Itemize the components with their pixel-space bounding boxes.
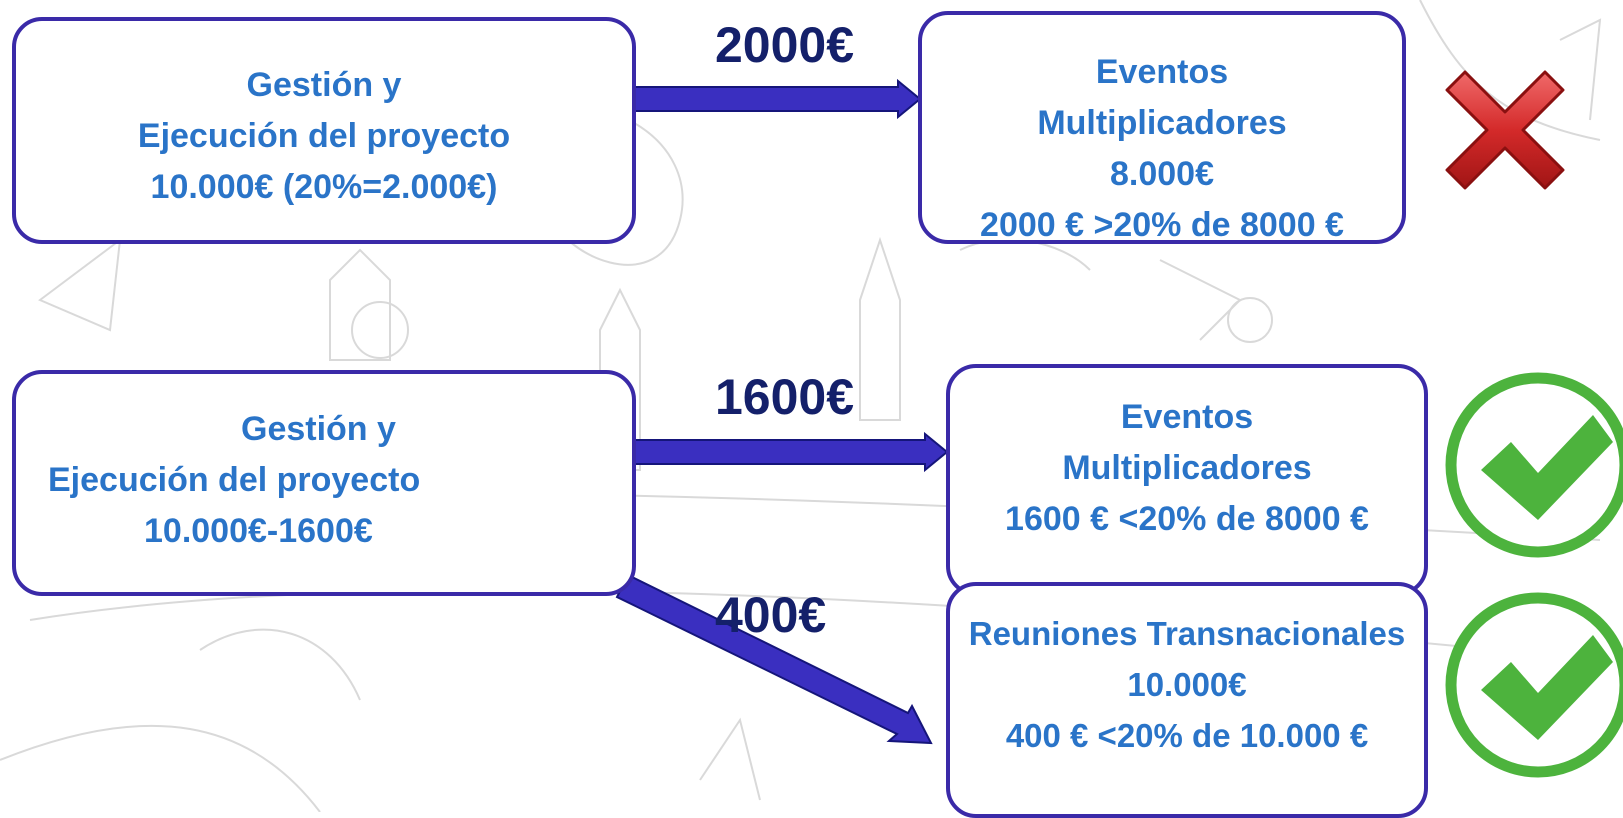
box-line: Eventos [1120,398,1254,436]
box-line: Ejecución del proyecto [48,461,421,499]
arrow-bottom-a [632,431,949,473]
box-line: Eventos [1095,53,1229,91]
box-line: Multiplicadores [1062,449,1312,487]
box-line: 8.000€ [1110,155,1214,193]
management-box-bottom: Gestión y Ejecución del proyecto 10.000€… [12,370,636,596]
box-line: 400 € <20% de 10.000 € [1005,717,1369,754]
box-line: 1600 € <20% de 8000 € [1005,500,1369,538]
arrow-amount-bottom-a: 1600€ [715,369,855,425]
box-line: 10.000€-1600€ [144,512,373,550]
box-line: Gestión y [246,66,402,104]
box-line: Reuniones Transnacionales [968,615,1406,652]
cross-icon [1445,70,1565,190]
management-box-top: Gestión y Ejecución del proyecto 10.000€… [12,17,636,244]
multiplier-events-box-bottom: Eventos Multiplicadores 1600 € <20% de 8… [946,364,1428,596]
box-line: 10.000€ [1127,666,1247,703]
box-line: 2000 € >20% de 8000 € [980,206,1344,244]
check-icon [1445,372,1623,558]
multiplier-events-box-top: Eventos Multiplicadores 8.000€ 2000 € >2… [918,11,1406,244]
arrow-top [632,78,922,120]
arrow-amount-top: 2000€ [715,17,855,73]
box-line: Multiplicadores [1037,104,1287,142]
box-line: Ejecución del proyecto [137,117,511,155]
arrow-bottom-b [615,573,933,745]
check-icon [1445,592,1623,778]
transnational-meetings-box: Reuniones Transnacionales 10.000€ 400 € … [946,582,1428,818]
box-line: 10.000€ (20%=2.000€) [150,168,498,206]
box-line: Gestión y [241,410,396,448]
arrow-amount-bottom-b: 400€ [715,587,827,643]
